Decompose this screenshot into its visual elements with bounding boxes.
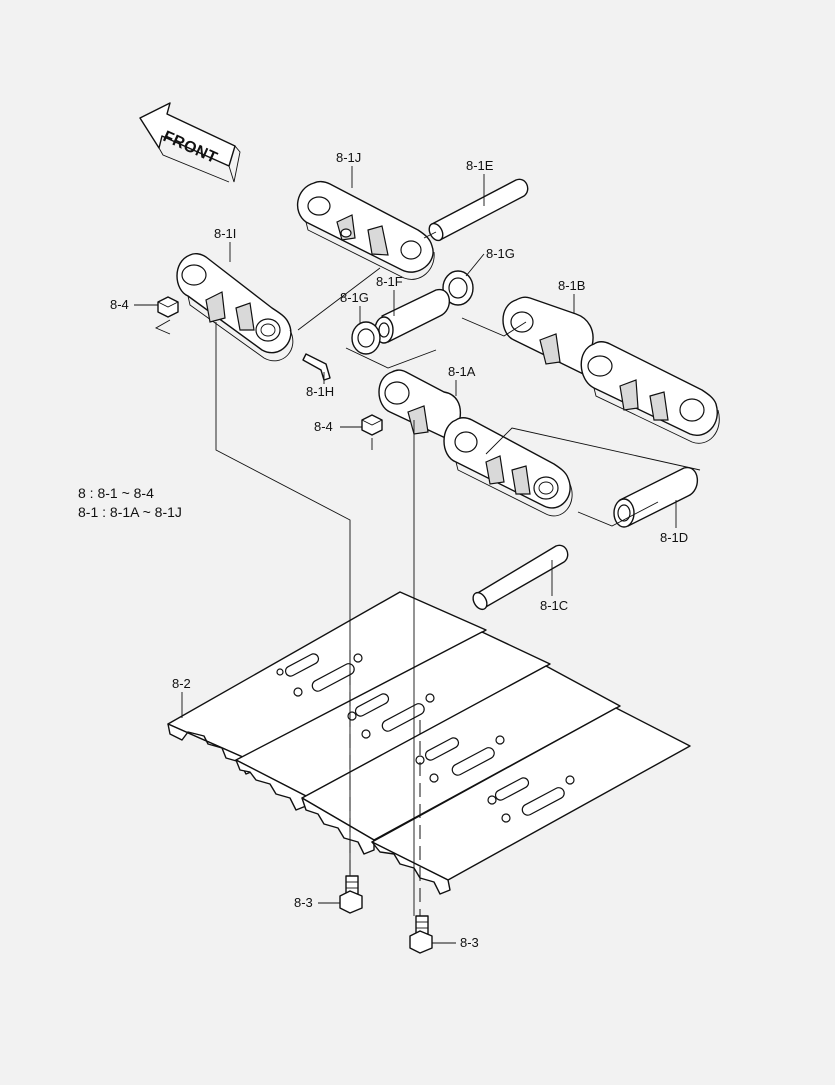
label-8-1C: 8-1C <box>540 598 568 613</box>
label-8-1G-top: 8-1G <box>486 246 515 261</box>
notes: 8 : 8-1 ~ 8-4 8-1 : 8-1A ~ 8-1J <box>78 485 182 520</box>
callouts: 8-1J 8-1E 8-1I 8-1G 8-1F 8-1G 8-1B 8-4 8… <box>110 150 688 950</box>
label-8-1B: 8-1B <box>558 278 585 293</box>
link-8-1A <box>378 369 573 517</box>
pin-8-1E <box>423 178 529 242</box>
label-8-1A: 8-1A <box>448 364 476 379</box>
label-8-1D: 8-1D <box>660 530 688 545</box>
nut-8-4-upper <box>157 296 179 318</box>
link-8-1I <box>176 252 294 362</box>
assembly-lines <box>154 267 701 916</box>
seal-8-1G-top <box>442 270 474 306</box>
nut-8-4-lower <box>361 414 383 436</box>
label-8-1I: 8-1I <box>214 226 236 241</box>
note-line-2: 8-1 : 8-1A ~ 8-1J <box>78 504 182 520</box>
bolt-8-3-right <box>409 915 433 954</box>
label-8-3-right: 8-3 <box>460 935 479 950</box>
track-shoes-8-2 <box>167 591 691 895</box>
label-8-4-upper: 8-4 <box>110 297 129 312</box>
pin-8-1C <box>472 544 569 611</box>
label-8-1F: 8-1F <box>376 274 403 289</box>
label-8-4-lower: 8-4 <box>314 419 333 434</box>
note-line-1: 8 : 8-1 ~ 8-4 <box>78 485 154 501</box>
link-8-1B <box>502 296 720 444</box>
link-8-1J <box>296 180 435 280</box>
label-8-1G-left: 8-1G <box>340 290 369 305</box>
seal-8-1G-left <box>351 321 381 355</box>
label-8-3-left: 8-3 <box>294 895 313 910</box>
label-8-1E: 8-1E <box>466 158 494 173</box>
label-8-1H: 8-1H <box>306 384 334 399</box>
bolt-8-3-left <box>339 875 363 914</box>
label-8-2: 8-2 <box>172 676 191 691</box>
label-8-1J: 8-1J <box>336 150 361 165</box>
